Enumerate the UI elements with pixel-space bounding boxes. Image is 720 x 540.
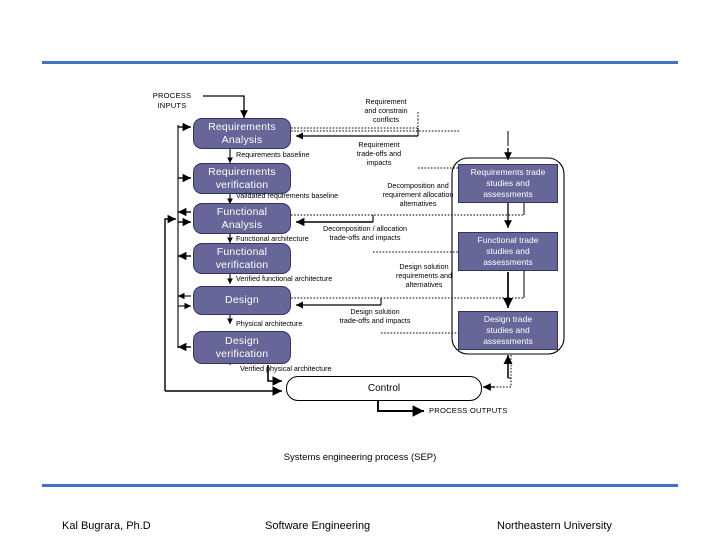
fb-line3: impacts bbox=[366, 158, 392, 167]
fb-line1: Requirement bbox=[365, 97, 407, 106]
fb-line2: requirements and bbox=[396, 271, 452, 280]
trade-box-design-trade-studies[interactable]: Design trade studies and assessments bbox=[458, 311, 558, 350]
flow-label-validated-requirements-baseline: Validated requirements baseline bbox=[236, 191, 339, 200]
process-box-functional-verification[interactable]: Functional verification bbox=[193, 243, 291, 274]
box-line1: Requirements bbox=[208, 165, 276, 178]
slide-caption: Systems engineering process (SEP) bbox=[283, 452, 437, 463]
footer-organization: Northeastern University bbox=[497, 520, 612, 532]
process-box-requirements-analysis[interactable]: Requirements Analysis bbox=[193, 118, 291, 149]
box-line1: Functional bbox=[216, 245, 268, 258]
fb-line1: Requirement bbox=[358, 140, 400, 149]
flow-label-physical-architecture: Physical architecture bbox=[236, 319, 303, 328]
feedback-label-requirement-tradeoffs-impacts: Requirement trade-offs and impacts bbox=[333, 140, 425, 167]
flow-label-verified-functional-architecture: Verified functional architecture bbox=[236, 274, 333, 283]
box-line1: Design bbox=[225, 294, 259, 306]
box-line1: Design bbox=[225, 334, 259, 347]
tbox-line2: studies and bbox=[486, 325, 530, 335]
process-box-functional-analysis[interactable]: Functional Analysis bbox=[193, 203, 291, 234]
tbox-line1: Functional trade bbox=[477, 235, 539, 245]
process-inputs-line2: INPUTS bbox=[157, 101, 187, 110]
process-box-design[interactable]: Design bbox=[193, 286, 291, 315]
flow-label-functional-architecture: Functional architecture bbox=[236, 234, 309, 243]
fb-line3: alternatives bbox=[405, 280, 443, 289]
feedback-label-design-solution-requirements: Design solution requirements and alterna… bbox=[378, 262, 470, 289]
process-box-design-verification[interactable]: Design verification bbox=[193, 331, 291, 364]
slide-footer: Kal Bugrara, Ph.D Software Engineering N… bbox=[0, 520, 720, 540]
footer-author: Kal Bugrara, Ph.D bbox=[62, 520, 151, 532]
box-line2: Analysis bbox=[221, 133, 263, 146]
box-line2: verification bbox=[215, 347, 269, 360]
fb-line1: Design solution bbox=[350, 307, 400, 316]
fb-line2: and constrain bbox=[364, 106, 408, 115]
fb-line1: Design solution bbox=[399, 262, 449, 271]
tbox-line1: Design trade bbox=[483, 314, 533, 324]
fb-line2: trade-offs and bbox=[356, 149, 402, 158]
box-line2: verification bbox=[215, 258, 269, 271]
top-accent-rule bbox=[42, 61, 678, 64]
footer-course: Software Engineering bbox=[265, 520, 371, 532]
feedback-label-design-solution-tradeoffs: Design solution trade-offs and impacts bbox=[325, 307, 425, 325]
fb-line2: requirement allocation bbox=[382, 190, 454, 199]
box-line1: Functional bbox=[216, 205, 268, 218]
tbox-line3: assessments bbox=[483, 189, 533, 199]
fb-line3: conflicts bbox=[373, 115, 399, 124]
fb-line1: Decomposition / allocation bbox=[323, 224, 407, 233]
feedback-label-decomposition-allocation-tradeoffs: Decomposition / allocation trade-offs an… bbox=[310, 224, 420, 242]
tbox-line3: assessments bbox=[483, 257, 533, 267]
process-inputs-label: PROCESS INPUTS bbox=[141, 91, 203, 111]
flow-label-requirements-baseline: Requirements baseline bbox=[236, 150, 310, 159]
control-box[interactable]: Control bbox=[286, 376, 482, 401]
fb-line1: Decomposition and bbox=[387, 181, 449, 190]
fb-line2: trade-offs and impacts bbox=[329, 233, 401, 242]
trade-box-requirements-trade-studies[interactable]: Requirements trade studies and assessmen… bbox=[458, 164, 558, 203]
box-line1: Requirements bbox=[208, 120, 276, 133]
trade-box-functional-trade-studies[interactable]: Functional trade studies and assessments bbox=[458, 232, 558, 271]
control-label: Control bbox=[367, 383, 401, 394]
fb-line2: trade-offs and impacts bbox=[339, 316, 411, 325]
process-inputs-line1: PROCESS bbox=[152, 91, 192, 100]
feedback-label-decomposition-requirement-allocation: Decomposition and requirement allocation… bbox=[367, 181, 469, 208]
tbox-line3: assessments bbox=[483, 336, 533, 346]
process-box-requirements-verification[interactable]: Requirements verification bbox=[193, 163, 291, 194]
feedback-label-requirement-constrain-conflicts: Requirement and constrain conflicts bbox=[340, 97, 432, 124]
fb-line3: alternatives bbox=[399, 199, 437, 208]
tbox-line2: studies and bbox=[486, 246, 530, 256]
tbox-line1: Requirements trade bbox=[470, 167, 546, 177]
bottom-accent-rule bbox=[42, 484, 678, 487]
process-outputs-label: PROCESS OUTPUTS bbox=[429, 406, 508, 415]
box-line2: Analysis bbox=[221, 218, 263, 231]
box-line2: verification bbox=[215, 178, 269, 191]
tbox-line2: studies and bbox=[486, 178, 530, 188]
flow-label-verified-physical-architecture: Verified physical architecture bbox=[240, 364, 332, 373]
